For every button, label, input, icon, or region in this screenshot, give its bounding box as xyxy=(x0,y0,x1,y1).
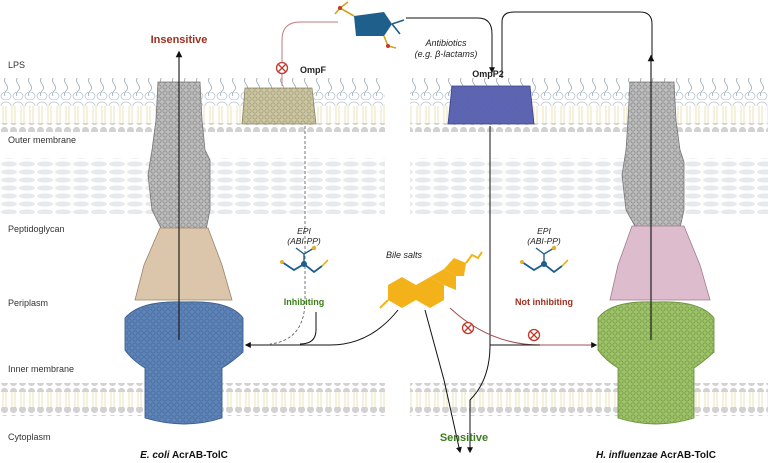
hinfluenzae-acrab-tolc xyxy=(597,54,715,425)
insensitive-label: Insensitive xyxy=(151,34,208,46)
epi-right-label: EPI xyxy=(537,226,551,236)
antibiotics-label: Antibiotics xyxy=(424,38,467,48)
bile-to-ecoli-path xyxy=(244,309,399,348)
layer-label-outer-membrane: Outer membrane xyxy=(8,135,76,145)
ecoli-acra xyxy=(134,227,233,301)
epi-molecule-left-icon xyxy=(280,245,329,274)
layer-label-inner-membrane: Inner membrane xyxy=(8,364,74,374)
layer-label-lps: LPS xyxy=(8,60,25,70)
layer-label-peptidoglycan: Peptidoglycan xyxy=(8,224,65,234)
peptidoglycan-right xyxy=(410,158,768,214)
epi-left-label: EPI xyxy=(297,226,311,236)
ompp2-porin xyxy=(447,85,535,125)
inner-membrane-bottom-right xyxy=(410,407,768,416)
hinfluenzae-title: H. influenzae AcrAB-TolC xyxy=(596,450,716,461)
ecoli-complex-label: AcrAB-TolC xyxy=(170,450,228,461)
antibiotic-efflux-loop xyxy=(501,11,653,78)
ompf-block-icon xyxy=(275,61,289,75)
bile-to-cytoplasm-path xyxy=(424,309,462,454)
layer-label-periplasm: Periplasm xyxy=(8,298,48,308)
antibiotic-molecule-icon xyxy=(334,1,405,49)
ompp2-to-cytoplasm-path xyxy=(467,126,491,454)
inhibiting-label: Inhibiting xyxy=(284,297,325,307)
hinfluenzae-acra xyxy=(609,225,711,301)
antibiotics-example-label: (e.g. β-lactams) xyxy=(415,49,478,59)
inner-membrane-tails-right xyxy=(410,392,768,408)
epi-right-sublabel: (ABI-PP) xyxy=(527,236,561,246)
epi-block-icon xyxy=(527,328,541,342)
hinfluenzae-species-label: H. influenzae xyxy=(596,450,658,461)
layer-label-cytoplasm: Cytoplasm xyxy=(8,432,51,442)
epi-left-sublabel: (ABI-PP) xyxy=(287,236,321,246)
bile-salt-molecule-icon xyxy=(379,251,483,309)
ecoli-acrab-tolc xyxy=(124,50,244,425)
outer-membrane-heads-right xyxy=(410,123,768,132)
sensitive-label: Sensitive xyxy=(440,432,488,444)
ompf-label: OmpF xyxy=(300,65,327,75)
ecoli-species-label: E. coli xyxy=(140,450,170,461)
hinfluenzae-complex-label: AcrAB-TolC xyxy=(658,450,716,461)
not-inhibiting-label: Not inhibiting xyxy=(515,297,573,307)
ompf-porin xyxy=(241,87,317,125)
epi-molecule-right-icon xyxy=(520,245,569,274)
epi-inhibit-path-left xyxy=(299,312,317,345)
inner-membrane-top-right xyxy=(410,383,768,392)
ecoli-title: E. coli AcrAB-TolC xyxy=(140,450,228,461)
bile-block-icon xyxy=(461,321,475,335)
ompp2-label: OmpP2 xyxy=(472,69,504,79)
layer-labels: LPS Outer membrane Peptidoglycan Peripla… xyxy=(8,60,76,442)
bile-salts-label: Bile salts xyxy=(386,250,423,260)
antibiotic-to-ompp2-path xyxy=(406,17,495,74)
antibiotic-to-ompf-path xyxy=(281,21,338,86)
